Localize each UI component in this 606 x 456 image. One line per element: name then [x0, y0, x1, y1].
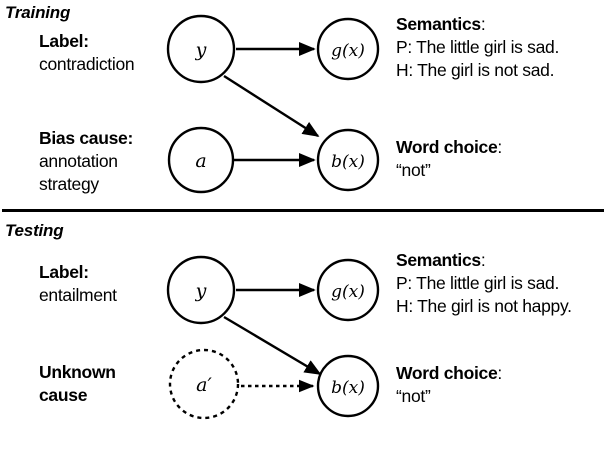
- training-semantics-heading-row: Semantics:: [396, 14, 486, 34]
- training-word-choice-heading: Word choice: [396, 137, 498, 157]
- training-semantics-hypothesis: H: The girl is not sad.: [396, 60, 555, 80]
- testing-cause-heading-line1: Unknown: [39, 362, 116, 382]
- testing-semantics-premise: P: The little girl is sad.: [396, 273, 560, 293]
- testing-label-value: entailment: [39, 285, 117, 305]
- testing-word-choice-colon: :: [497, 363, 502, 383]
- testing-word-choice-value: “not”: [396, 386, 431, 406]
- node-testing-a-prime: [168, 348, 240, 420]
- training-cause-value-line2: strategy: [39, 174, 99, 194]
- node-training-b: [316, 128, 380, 192]
- testing-semantics-colon: :: [480, 250, 486, 270]
- edge-training-y-to-b: [223, 74, 320, 138]
- testing-word-choice-heading-row: Word choice:: [396, 363, 502, 383]
- section-title-testing: Testing: [5, 221, 64, 240]
- training-label-heading: Label:: [39, 31, 89, 51]
- node-training-y-label: y: [195, 39, 207, 61]
- node-testing-g: [316, 258, 380, 322]
- testing-label-heading: Label:: [39, 262, 89, 282]
- node-testing-b-label: b(x): [331, 378, 365, 398]
- training-label-value: contradiction: [39, 54, 135, 74]
- training-cause-heading: Bias cause:: [39, 128, 133, 148]
- node-testing-b: [316, 354, 380, 418]
- training-cause-value-line1: annotation: [39, 151, 118, 171]
- training-semantics-premise: P: The little girl is sad.: [396, 37, 560, 57]
- section-title-training: Training: [5, 3, 71, 22]
- node-training-a: [167, 126, 235, 194]
- training-semantics-heading: Semantics: [396, 14, 481, 34]
- training-word-choice-heading-row: Word choice:: [396, 137, 502, 157]
- node-training-g: [316, 17, 380, 81]
- testing-semantics-heading: Semantics: [396, 250, 481, 270]
- node-training-b-label: b(x): [331, 152, 365, 172]
- node-training-g-label: g(x): [331, 41, 365, 61]
- testing-cause-heading-line2: cause: [39, 385, 88, 405]
- training-word-choice-value: “not”: [396, 160, 431, 180]
- testing-word-choice-heading: Word choice: [396, 363, 498, 383]
- edge-testing-y-to-b: [223, 315, 322, 376]
- node-testing-y: [166, 255, 236, 325]
- node-testing-y-label: y: [195, 280, 207, 302]
- node-testing-a-prime-label: a′: [196, 374, 212, 396]
- training-word-choice-colon: :: [497, 137, 502, 157]
- node-training-a-label: a: [195, 150, 206, 172]
- node-training-y: [166, 14, 236, 84]
- node-testing-g-label: g(x): [331, 282, 365, 302]
- testing-semantics-heading-row: Semantics:: [396, 250, 486, 270]
- testing-semantics-hypothesis: H: The girl is not happy.: [396, 296, 572, 316]
- training-semantics-colon: :: [480, 14, 486, 34]
